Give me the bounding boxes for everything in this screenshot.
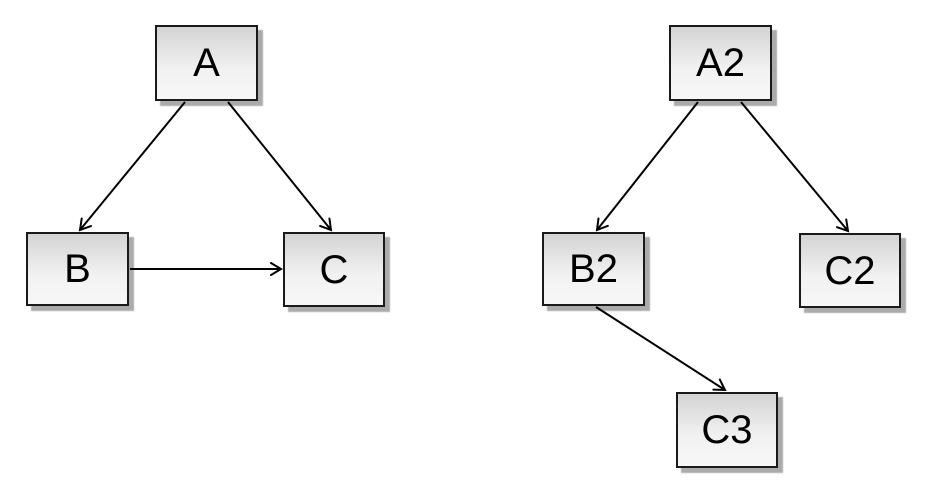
node-B: B bbox=[26, 232, 129, 306]
edge-A-to-B bbox=[78, 101, 186, 232]
node-C: C bbox=[283, 232, 385, 307]
node-label-B: B bbox=[64, 247, 91, 291]
node-label-A2: A2 bbox=[696, 41, 745, 85]
node-label-C3: C3 bbox=[701, 408, 753, 452]
node-label-C: C bbox=[319, 247, 349, 292]
edge-A-to-C bbox=[227, 101, 333, 232]
node-label-B2: B2 bbox=[569, 247, 618, 291]
node-label-C2: C2 bbox=[824, 248, 876, 293]
node-C2: C2 bbox=[799, 233, 901, 308]
node-B2: B2 bbox=[542, 232, 645, 306]
node-A2: A2 bbox=[669, 25, 772, 101]
node-label-A: A bbox=[193, 41, 220, 85]
edge-B2-to-C3 bbox=[595, 306, 727, 392]
node-C3: C3 bbox=[676, 392, 778, 468]
edge-A2-to-B2 bbox=[595, 101, 699, 232]
node-A: A bbox=[155, 25, 258, 101]
edge-A2-to-C2 bbox=[740, 101, 850, 233]
